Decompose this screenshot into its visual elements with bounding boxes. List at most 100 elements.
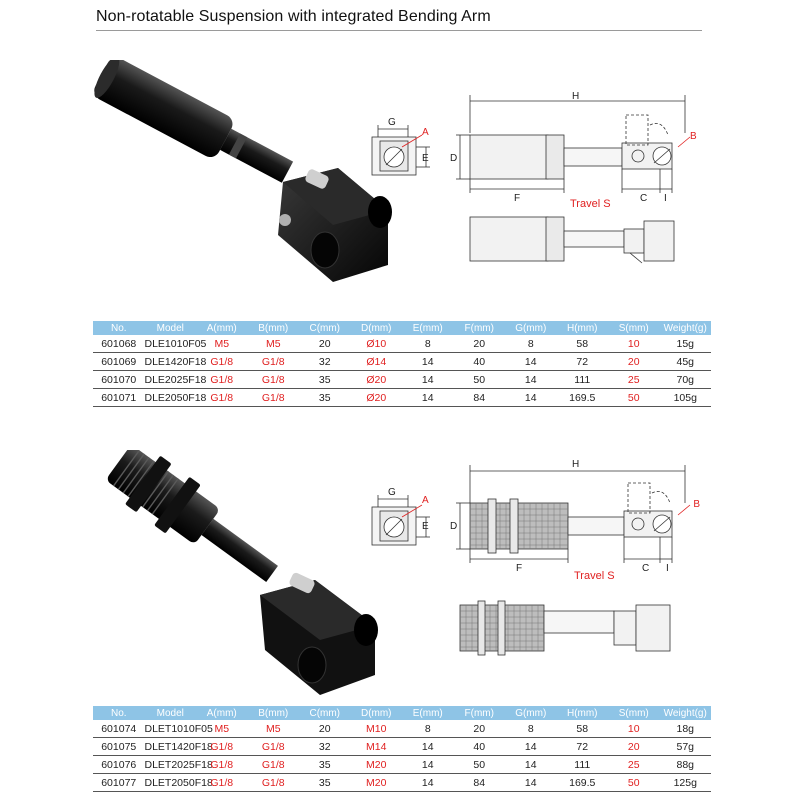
table-cell: 72 xyxy=(556,737,608,756)
table-cell: 601069 xyxy=(93,352,145,371)
table-cell: 18g xyxy=(659,720,711,738)
column-header: B(mm) xyxy=(247,706,299,720)
table-cell: M5 xyxy=(196,335,248,353)
table-cell: 14 xyxy=(505,388,557,407)
table-cell: 35 xyxy=(299,370,351,389)
table-cell: 8 xyxy=(402,720,454,738)
table-cell: 169.5 xyxy=(556,773,608,792)
table-cell: 35 xyxy=(299,755,351,774)
label-D: D xyxy=(450,153,457,164)
table-cell: 70g xyxy=(659,370,711,389)
table-cell: 58 xyxy=(556,720,608,738)
label-H-2: H xyxy=(572,459,579,470)
table-cell: 50 xyxy=(608,773,660,792)
label-B: B xyxy=(690,131,697,142)
column-header: A(mm) xyxy=(196,321,248,335)
table-cell: 601077 xyxy=(93,773,145,792)
table-cell: G1/8 xyxy=(196,773,248,792)
table-cell: G1/8 xyxy=(196,388,248,407)
label-travel: Travel S xyxy=(570,198,611,210)
column-header: D(mm) xyxy=(350,321,402,335)
column-header: Weight(g) xyxy=(659,706,711,720)
label-A-2: A xyxy=(422,495,429,506)
table-cell: DLET2025F18 xyxy=(144,755,213,774)
table-cell: 40 xyxy=(453,737,505,756)
label-C-2: C xyxy=(642,563,649,574)
column-header: E(mm) xyxy=(402,321,454,335)
table-cell: Ø14 xyxy=(350,352,402,371)
table-cell: M10 xyxy=(350,720,402,738)
table-cell: G1/8 xyxy=(247,737,299,756)
column-header: A(mm) xyxy=(196,706,248,720)
table-cell: 8 xyxy=(505,720,557,738)
label-D-2: D xyxy=(450,521,457,532)
table-cell: 601076 xyxy=(93,755,145,774)
table-cell: 58 xyxy=(556,335,608,353)
table-cell: 25 xyxy=(608,370,660,389)
table-cell: Ø10 xyxy=(350,335,402,353)
table-cell: G1/8 xyxy=(247,388,299,407)
table-cell: G1/8 xyxy=(247,755,299,774)
table-cell: 32 xyxy=(299,352,351,371)
column-header: B(mm) xyxy=(247,321,299,335)
table-cell: 601074 xyxy=(93,720,145,738)
table-cell: 10 xyxy=(608,335,660,353)
label-E-2: E xyxy=(422,521,429,532)
table-cell: M5 xyxy=(247,720,299,738)
column-header: Model xyxy=(144,706,196,720)
table-cell: DLET2050F18 xyxy=(144,773,213,792)
title-underline xyxy=(96,30,702,31)
column-header: H(mm) xyxy=(556,706,608,720)
table-cell: 32 xyxy=(299,737,351,756)
table-cell: G1/8 xyxy=(247,352,299,371)
dimension-diagram-2: H G A E D B F C I Travel S xyxy=(371,459,700,656)
column-header: D(mm) xyxy=(350,706,402,720)
table-cell: 601068 xyxy=(93,335,145,353)
column-header: E(mm) xyxy=(402,706,454,720)
table-cell: 10 xyxy=(608,720,660,738)
label-travel-2: Travel S xyxy=(574,570,615,582)
table-cell: 20 xyxy=(453,720,505,738)
table-cell: 111 xyxy=(556,755,608,774)
table-cell: 20 xyxy=(299,335,351,353)
table-cell: 14 xyxy=(505,370,557,389)
table-cell: 14 xyxy=(402,755,454,774)
label-C: C xyxy=(640,193,647,204)
table-cell: 50 xyxy=(453,370,505,389)
label-G: G xyxy=(388,117,396,128)
table-cell: 20 xyxy=(299,720,351,738)
table-cell: 111 xyxy=(556,370,608,389)
label-G-2: G xyxy=(388,487,396,498)
table-cell: DLE1420F18 xyxy=(144,352,206,371)
column-header: G(mm) xyxy=(505,706,557,720)
table-cell: 88g xyxy=(659,755,711,774)
table-cell: 50 xyxy=(608,388,660,407)
table-cell: 35 xyxy=(299,388,351,407)
column-header: No. xyxy=(93,706,145,720)
column-header: Weight(g) xyxy=(659,321,711,335)
table-cell: 15g xyxy=(659,335,711,353)
table-cell: M14 xyxy=(350,737,402,756)
label-I: I xyxy=(664,193,667,204)
label-F: F xyxy=(514,193,520,204)
table-cell: M5 xyxy=(247,335,299,353)
dimension-diagram-1: H G A E D B F C I Travel S xyxy=(371,91,697,264)
table-cell: 14 xyxy=(505,755,557,774)
table-cell: 601070 xyxy=(93,370,145,389)
column-header: C(mm) xyxy=(299,706,351,720)
table-cell: 84 xyxy=(453,773,505,792)
product-photo-2 xyxy=(107,450,378,695)
table-cell: G1/8 xyxy=(196,737,248,756)
table-cell: 84 xyxy=(453,388,505,407)
table-cell: 601071 xyxy=(93,388,145,407)
table-cell: 14 xyxy=(505,737,557,756)
page-title: Non-rotatable Suspension with integrated… xyxy=(96,8,491,25)
table-cell: DLET1420F18 xyxy=(144,737,213,756)
